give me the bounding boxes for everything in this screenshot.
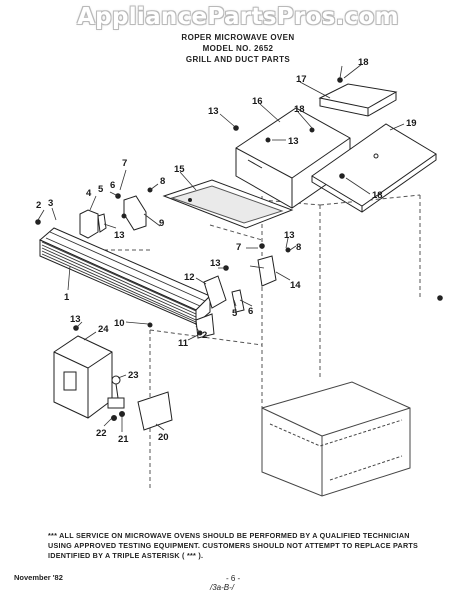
footer-handwritten-code: /3a-B-/: [210, 583, 235, 592]
filter-panel-part-15: [162, 179, 294, 229]
callout-19: 19: [406, 118, 417, 129]
callout-8: 8: [160, 176, 165, 187]
housing-part-24: [53, 335, 113, 419]
callout-3: 3: [48, 198, 53, 209]
callout-13: 13: [210, 258, 221, 269]
callout-9: 9: [159, 218, 164, 229]
callout-14: 14: [290, 280, 301, 291]
plate-part-19: [311, 123, 437, 213]
callout-20: 20: [158, 432, 169, 443]
watermark: AppliancePartsPros.com: [77, 4, 399, 30]
callout-1: 1: [64, 292, 70, 303]
callout-2: 2: [202, 330, 207, 341]
callout-4: 4: [86, 188, 92, 199]
callout-13: 13: [284, 230, 295, 241]
callout-13: 13: [288, 136, 299, 147]
callout-6: 6: [248, 306, 253, 317]
header-title: ROPER MICROWAVE OVEN: [181, 33, 295, 42]
footer-date: November '82: [14, 573, 63, 582]
callout-13: 13: [114, 230, 125, 241]
callout-8: 8: [296, 242, 301, 253]
callout-11: 11: [178, 338, 189, 349]
callout-16: 16: [252, 96, 263, 107]
callout-18: 18: [372, 190, 383, 201]
callout-5: 5: [232, 308, 238, 319]
callout-21: 21: [118, 434, 129, 445]
grill-brackets: [79, 195, 277, 339]
cover-plate-part-20: [137, 391, 173, 431]
callout-7: 7: [236, 242, 241, 253]
callout-13: 13: [208, 106, 219, 117]
callout-2: 2: [36, 200, 41, 211]
callout-12: 12: [184, 272, 195, 283]
callout-13: 13: [70, 314, 81, 325]
header-model: MODEL NO. 2652: [202, 44, 274, 53]
callout-15: 15: [174, 164, 185, 175]
bracket-part-17: [318, 83, 398, 117]
duct-part-16: [235, 107, 351, 209]
grill-part-1: [39, 227, 211, 326]
service-notice: *** ALL SERVICE ON MICROWAVE OVENS SHOUL…: [48, 531, 419, 560]
callout-10: 10: [114, 318, 125, 329]
callout-23: 23: [128, 370, 139, 381]
callout-18: 18: [358, 57, 369, 68]
leader-lines: [37, 63, 405, 432]
header-subtitle: GRILL AND DUCT PARTS: [185, 55, 291, 64]
callout-22: 22: [96, 428, 107, 439]
callout-labels: 18 17 13 16 18 13 19 18 15 7 8 9 2 3 4 5…: [36, 57, 417, 445]
footer-page-number: - 6 -: [226, 574, 241, 583]
callout-5: 5: [98, 184, 104, 195]
oven-cavity-outline: [261, 381, 411, 497]
callout-18: 18: [294, 104, 305, 115]
callout-6: 6: [110, 180, 115, 191]
callout-17: 17: [296, 74, 307, 85]
callout-7: 7: [122, 158, 127, 169]
callout-24: 24: [98, 324, 109, 335]
